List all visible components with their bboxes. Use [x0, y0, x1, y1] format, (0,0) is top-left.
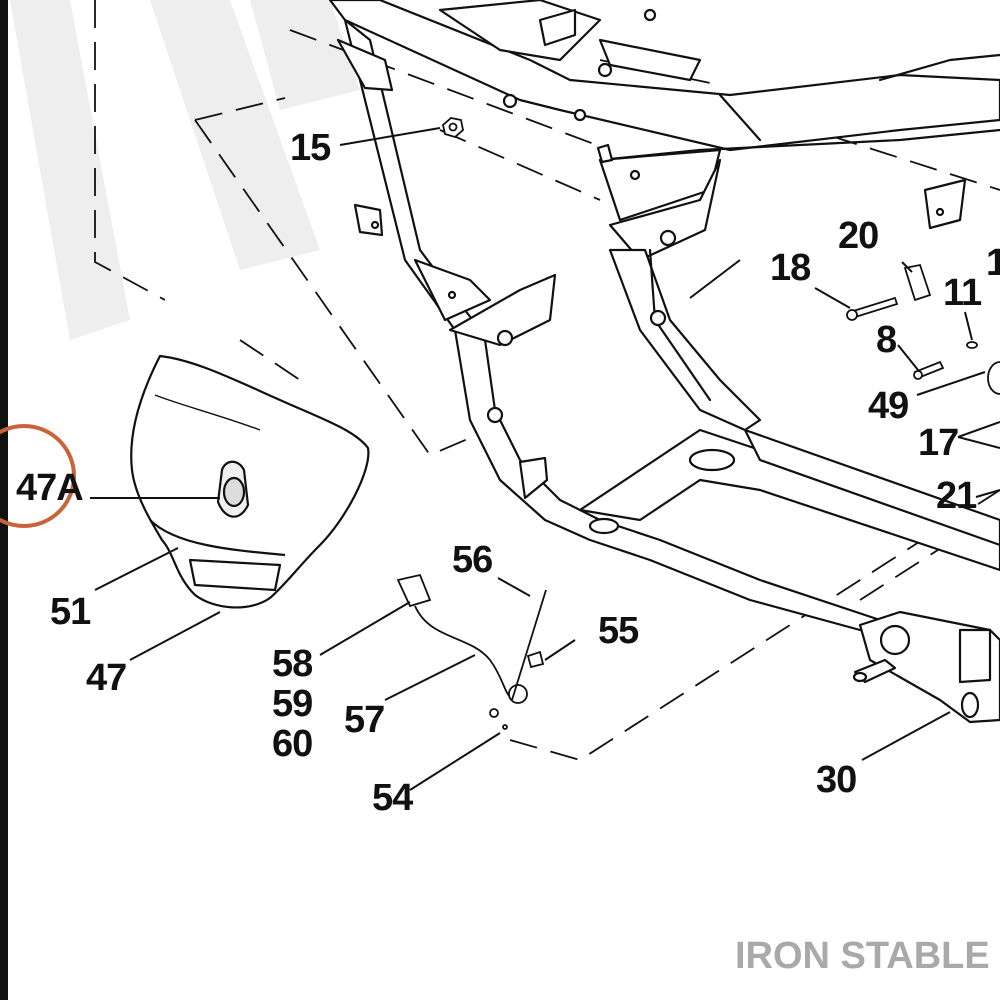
callout-labels: 15 20 18 1 11 8 49 17 21 47A 51 47 56 55…: [16, 127, 1000, 819]
callout-47a: 47A: [16, 467, 83, 509]
callout-55: 55: [598, 610, 639, 652]
callout-8: 8: [876, 319, 896, 361]
background-watermark-strokes: [10, 0, 360, 340]
callout-60: 60: [272, 723, 312, 765]
frame-assembly-drawing: [328, 0, 1000, 724]
callout-18: 18: [770, 247, 810, 289]
highlight-circle-47a: [0, 424, 76, 528]
hardware-parts: [396, 117, 1000, 730]
callout-leader-lines: [90, 127, 1000, 791]
callout-15: 15: [290, 127, 331, 169]
callout-20: 20: [838, 215, 878, 257]
left-border-bar: [0, 0, 8, 1000]
callout-56: 56: [452, 539, 492, 581]
callout-54: 54: [372, 777, 413, 819]
cover-part-47: [130, 354, 370, 609]
callout-51: 51: [50, 591, 91, 633]
callout-59: 59: [272, 683, 312, 725]
callout-21: 21: [936, 475, 977, 517]
callout-58: 58: [272, 643, 312, 685]
callout-30: 30: [816, 759, 856, 801]
callout-11: 11: [943, 272, 982, 314]
callout-57: 57: [344, 699, 384, 741]
callout-49: 49: [868, 385, 908, 427]
callout-1: 1: [986, 242, 1000, 284]
watermark-iron-stable: IRON STABLE: [735, 935, 990, 977]
callout-47: 47: [86, 657, 126, 699]
callout-17: 17: [918, 422, 958, 464]
